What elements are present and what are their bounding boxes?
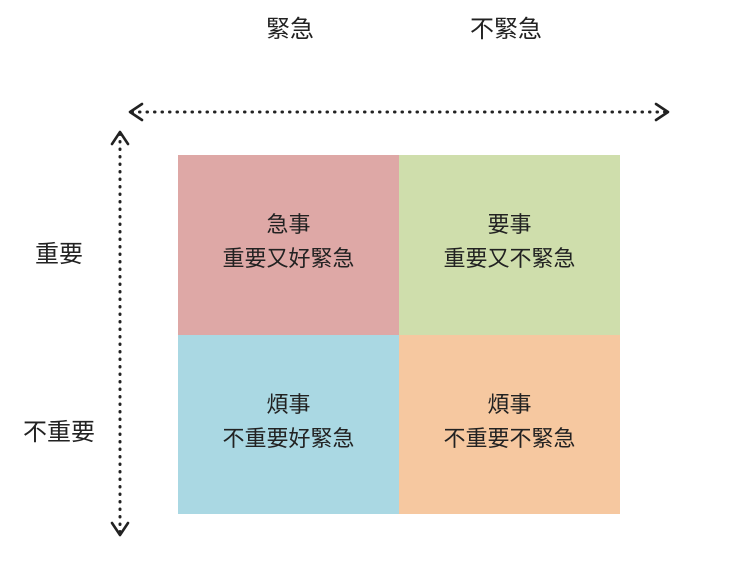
quadrant-urgent-not-important: 煩事 不重要好緊急	[178, 335, 399, 514]
vertical-importance-arrow	[110, 130, 130, 537]
quadrant-not-urgent-important: 要事 重要又不緊急	[399, 155, 620, 335]
quadrant-not-urgent-not-important: 煩事 不重要不緊急	[399, 335, 620, 514]
arrowhead-right-icon	[654, 102, 670, 122]
arrowhead-down-icon	[110, 521, 130, 537]
horizontal-urgency-arrow	[128, 102, 670, 122]
quadrant-subtitle: 重要又不緊急	[443, 247, 576, 272]
row-label-important: 重要	[35, 240, 83, 268]
arrowhead-left-icon	[128, 102, 144, 122]
quadrant-subtitle: 重要又好緊急	[222, 247, 355, 272]
quadrant-title: 煩事	[266, 392, 311, 418]
quadrant-title: 煩事	[487, 392, 532, 418]
quadrant-subtitle: 不重要好緊急	[222, 426, 355, 452]
column-label-not-urgent: 不緊急	[470, 15, 542, 43]
quadrant-urgent-important: 急事 重要又好緊急	[178, 155, 399, 335]
column-label-urgent: 緊急	[266, 15, 314, 43]
row-label-not-important: 不重要	[23, 418, 95, 446]
arrowhead-up-icon	[110, 130, 130, 146]
quadrant-title: 要事	[487, 213, 532, 238]
quadrant-subtitle: 不重要不緊急	[443, 426, 576, 452]
quadrant-title: 急事	[266, 213, 311, 238]
